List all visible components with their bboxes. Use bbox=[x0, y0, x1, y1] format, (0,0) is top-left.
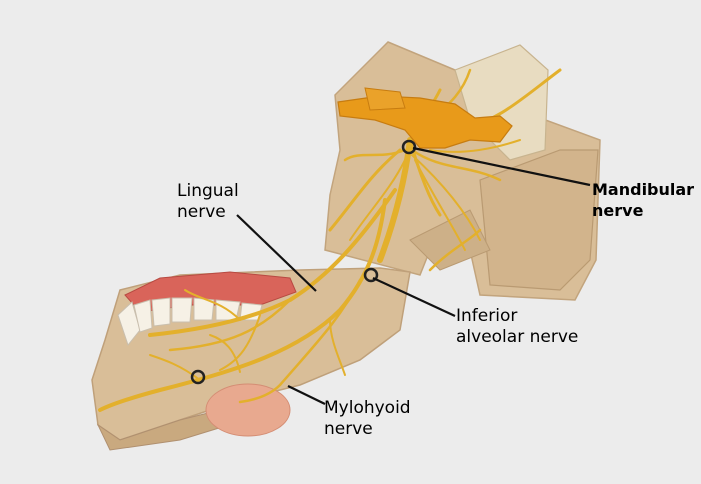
mylohyoid-label-line1: Mylohyoid bbox=[324, 398, 411, 418]
mylohyoid-marker bbox=[190, 369, 206, 385]
mylohyoid-leader bbox=[287, 385, 326, 405]
mandibular-leader bbox=[412, 146, 591, 187]
mylohyoid-label-line2: nerve bbox=[324, 419, 373, 439]
trigeminal-trunk bbox=[337, 87, 513, 149]
lingual-label-line2: nerve bbox=[177, 202, 226, 222]
inferior-label-line1: Inferior bbox=[456, 306, 518, 326]
inferior-leader bbox=[372, 277, 456, 317]
mandibular-nerve-label: Mandibular nerve bbox=[592, 179, 694, 221]
inferior-alveolar-marker bbox=[363, 267, 379, 283]
markers bbox=[190, 139, 417, 385]
skull-base bbox=[324, 41, 601, 301]
mandibular-label-line2: nerve bbox=[592, 201, 644, 220]
lingual-leader bbox=[236, 214, 317, 292]
leader-lines bbox=[236, 146, 591, 405]
lingual-label-line1: Lingual bbox=[177, 181, 239, 201]
mandibular-marker bbox=[401, 139, 417, 155]
submandibular-gland bbox=[205, 383, 291, 437]
inferior-alveolar-nerve-label: Inferior alveolar nerve bbox=[456, 306, 578, 348]
lingual-nerve-label: Lingual nerve bbox=[177, 181, 239, 223]
mylohyoid-nerve-label: Mylohyoid nerve bbox=[324, 398, 411, 440]
inferior-label-line2: alveolar nerve bbox=[456, 327, 579, 347]
mandibular-label-line1: Mandibular bbox=[592, 180, 695, 199]
